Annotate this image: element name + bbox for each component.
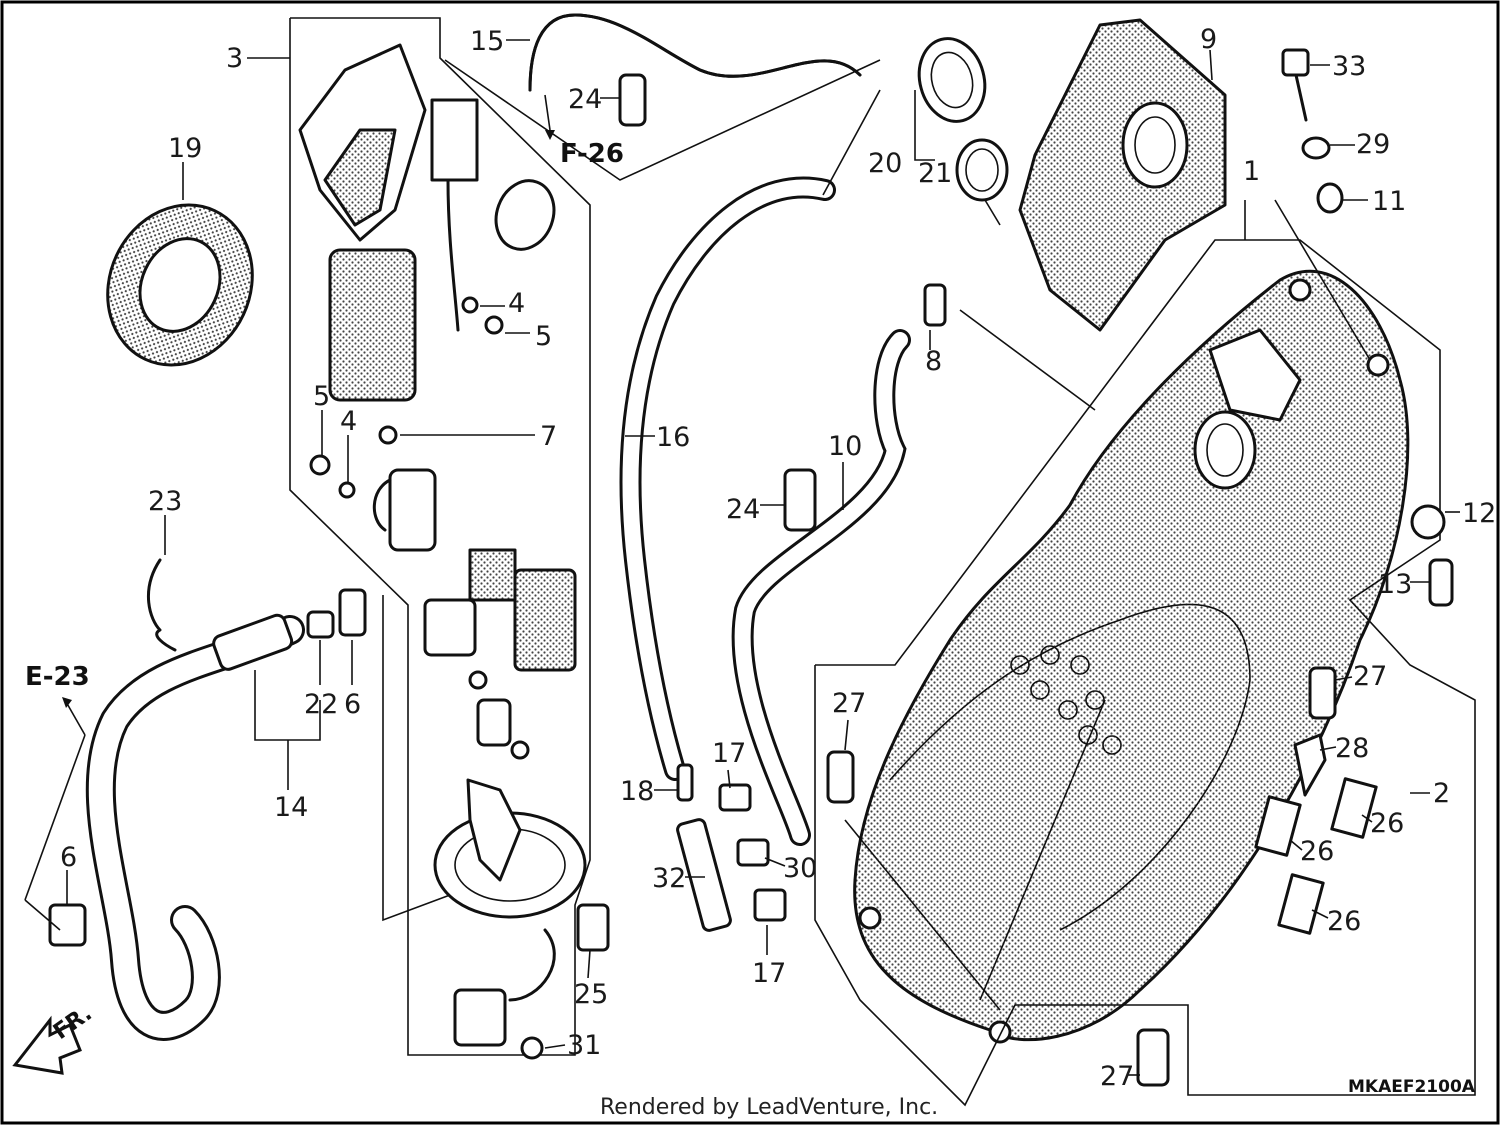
filler-neck-cover-9 — [1018, 18, 1227, 332]
callout-7: 7 — [540, 421, 557, 452]
callout-24a: 24 — [568, 84, 602, 115]
callout-30: 30 — [783, 853, 817, 884]
bolt-33 — [1281, 48, 1310, 122]
clip-17-upper — [718, 783, 752, 812]
clip-27-bottom — [1136, 1028, 1170, 1087]
clip-30 — [736, 838, 770, 867]
callout-19: 19 — [168, 133, 202, 164]
screw-5b — [309, 454, 331, 476]
callout-9: 9 — [1200, 24, 1217, 55]
callout-23: 23 — [148, 486, 182, 517]
ref-f26: F-26 — [560, 139, 624, 169]
cushion-26-a — [1330, 777, 1378, 839]
pump-group-outline — [289, 17, 591, 1056]
callout-17b: 17 — [752, 958, 786, 989]
clip-27-right — [1308, 666, 1337, 720]
callout-26a: 26 — [1370, 808, 1404, 839]
callout-1: 1 — [1243, 156, 1260, 187]
callout-11: 11 — [1372, 186, 1406, 217]
callout-14: 14 — [274, 792, 308, 823]
callout-13: 13 — [1378, 569, 1412, 600]
callout-27c: 27 — [1100, 1061, 1134, 1092]
front-arrow-icon: FR. — [12, 1001, 97, 1075]
callout-27b: 27 — [832, 688, 866, 719]
callout-numbers: 1 2 3 4 4 5 5 6 6 7 8 9 10 11 12 13 14 1… — [60, 24, 1496, 1092]
callout-32: 32 — [652, 863, 686, 894]
f26-leader — [444, 59, 881, 181]
clip-6-upper — [338, 588, 367, 637]
drain-hose-10 — [731, 329, 911, 846]
callout-26b: 26 — [1300, 836, 1334, 867]
collar-11 — [1316, 182, 1344, 214]
callout-28: 28 — [1335, 733, 1369, 764]
ref-e23: E-23 — [25, 662, 90, 692]
leader-lines — [66, 39, 1460, 1076]
callout-25: 25 — [574, 979, 608, 1010]
clip-23 — [146, 558, 177, 652]
joint-18 — [676, 763, 694, 802]
pump-hose-leader — [382, 595, 451, 922]
breather-hose-15 — [528, 13, 862, 140]
callout-20: 20 — [868, 148, 902, 179]
washer-4b — [338, 481, 356, 499]
fuel-pump-assembly — [298, 43, 587, 1047]
e23-leader — [24, 734, 86, 901]
callout-2: 2 — [1433, 778, 1450, 809]
callout-8: 8 — [925, 346, 942, 377]
seal-21 — [955, 138, 1009, 202]
fuel-filler-cap-20 — [917, 37, 987, 123]
washer-4a — [461, 296, 479, 314]
clip-17-lower — [753, 888, 787, 922]
callout-5b: 5 — [313, 381, 330, 412]
o-ring-7 — [378, 425, 398, 445]
clip-27-left — [826, 750, 855, 804]
plate-28 — [1293, 733, 1327, 797]
cushion-26-b — [1254, 795, 1302, 857]
fuel-feed-hose-14 — [85, 613, 321, 1041]
grommet-12 — [1410, 504, 1446, 540]
callout-17a: 17 — [712, 738, 746, 769]
callout-29: 29 — [1356, 129, 1390, 160]
callout-4a: 4 — [508, 288, 525, 319]
callout-6b: 6 — [60, 842, 77, 873]
callout-4b: 4 — [340, 406, 357, 437]
callout-27a: 27 — [1353, 661, 1387, 692]
screw-5a — [484, 315, 504, 335]
callout-31: 31 — [567, 1030, 601, 1061]
footer-credit: Rendered by LeadVenture, Inc. — [600, 1095, 938, 1120]
tube-32 — [676, 818, 732, 932]
callout-22: 22 — [304, 689, 338, 720]
washer-31 — [520, 1036, 544, 1060]
fuel-pump-retainer-ring — [106, 162, 254, 367]
callout-33: 33 — [1332, 51, 1366, 82]
callout-6a: 6 — [344, 689, 361, 720]
clip-24-upper — [618, 73, 647, 127]
callout-24b: 24 — [726, 494, 760, 525]
breather-hose-16 — [619, 89, 881, 781]
joint-8 — [923, 283, 947, 327]
callout-12: 12 — [1462, 498, 1496, 529]
callout-15: 15 — [470, 26, 504, 57]
callout-10: 10 — [828, 431, 862, 462]
collar-13 — [1428, 558, 1454, 607]
callout-26c: 26 — [1327, 906, 1361, 937]
clip-25 — [576, 903, 610, 952]
callout-16: 16 — [656, 422, 690, 453]
callout-18: 18 — [620, 776, 654, 807]
washer-29 — [1301, 136, 1331, 160]
callout-5a: 5 — [535, 321, 552, 352]
diagram-code: MKAEF2100A — [1348, 1077, 1476, 1097]
fuel-tank-1 — [853, 269, 1410, 1044]
clip-24-lower — [783, 468, 817, 532]
callout-3: 3 — [226, 43, 243, 74]
cushion-26-c — [1277, 873, 1325, 935]
callout-21: 21 — [918, 158, 952, 189]
clip-22 — [306, 610, 335, 639]
tank-group-outline — [814, 239, 1476, 1107]
